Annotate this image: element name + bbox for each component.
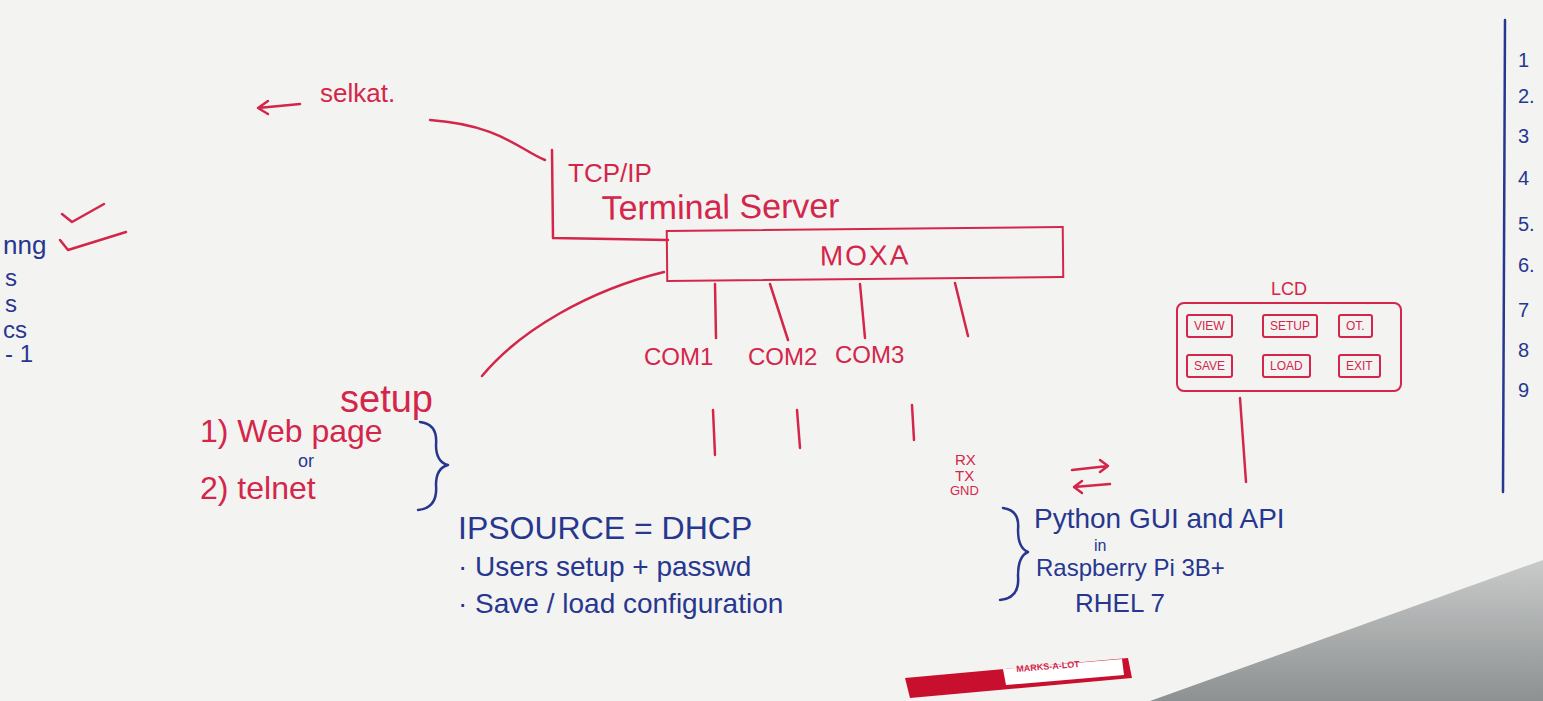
brace: [418, 422, 448, 510]
platform-text: Python GUI and API: [1034, 505, 1285, 533]
box-label: MOXA: [668, 240, 1062, 272]
arrow-mark: [258, 101, 300, 114]
lcd-button: EXIT: [1338, 354, 1381, 378]
list-number: 4: [1518, 168, 1529, 188]
button-label: SETUP: [1270, 320, 1310, 332]
serial-line: [713, 405, 914, 455]
list-number: 5.: [1518, 214, 1535, 234]
list-number: 1: [1518, 50, 1529, 70]
margin-note: nng: [3, 232, 46, 258]
box-heading: Terminal Server: [601, 188, 839, 224]
list-number: 6.: [1518, 255, 1535, 275]
lcd-button: SAVE: [1186, 354, 1233, 378]
leader-line: [430, 120, 545, 160]
brace: [1000, 508, 1028, 600]
terminal-server-box: Terminal ServerMOXA: [666, 226, 1065, 282]
check-mark: [60, 204, 126, 250]
button-label: SAVE: [1194, 360, 1225, 372]
margin-note: cs: [3, 318, 27, 342]
requirement-text: IPSOURCE = DHCP: [458, 512, 752, 544]
marker-label: [1003, 659, 1124, 685]
leader-line: [482, 272, 664, 376]
list-number: 3: [1518, 126, 1529, 146]
leader-line: [1240, 398, 1246, 482]
marker-pen: [905, 658, 1132, 698]
list-number: 9: [1518, 380, 1529, 400]
signal-name: GND: [950, 484, 979, 497]
port-label: COM2: [748, 345, 817, 369]
button-label: OT.: [1346, 320, 1365, 332]
button-label: EXIT: [1346, 360, 1373, 372]
list-number: 7: [1518, 300, 1529, 320]
signal-name: TX: [955, 468, 974, 483]
requirement-text: · Save / load configuration: [458, 590, 783, 618]
margin-note: s: [5, 292, 17, 316]
protocol-label: TCP/IP: [568, 160, 652, 186]
requirement-text: · Users setup + passwd: [458, 553, 751, 581]
lcd-button: LOAD: [1262, 354, 1311, 378]
port-label: COM3: [835, 343, 904, 367]
platform-text: RHEL 7: [1075, 590, 1165, 616]
data-arrows: [1072, 460, 1110, 493]
lcd-button: VIEW: [1186, 314, 1233, 338]
margin-line: [1503, 20, 1505, 492]
platform-text: in: [1094, 538, 1106, 554]
list-item: 1) Web page: [200, 415, 383, 447]
lcd-button: SETUP: [1262, 314, 1318, 338]
port-label: COM1: [644, 345, 713, 369]
note-text: selkat.: [320, 80, 395, 106]
note-text: or: [298, 452, 314, 470]
signal-name: RX: [955, 452, 976, 467]
marker-tray: [1150, 560, 1543, 701]
panel-heading: LCD: [1178, 280, 1400, 298]
list-number: 2.: [1518, 86, 1535, 106]
lcd-panel: VIEWSETUPOT.SAVELOADEXITLCD: [1176, 302, 1402, 392]
margin-note: s: [5, 266, 17, 290]
platform-text: Raspberry Pi 3B+: [1036, 556, 1225, 580]
list-item: 2) telnet: [200, 472, 316, 504]
button-label: VIEW: [1194, 320, 1225, 332]
lcd-button: OT.: [1338, 314, 1373, 338]
note-text: setup: [340, 380, 433, 418]
list-number: 8: [1518, 340, 1529, 360]
margin-note: - 1: [5, 342, 33, 366]
port-line: [715, 283, 968, 340]
button-label: LOAD: [1270, 360, 1303, 372]
